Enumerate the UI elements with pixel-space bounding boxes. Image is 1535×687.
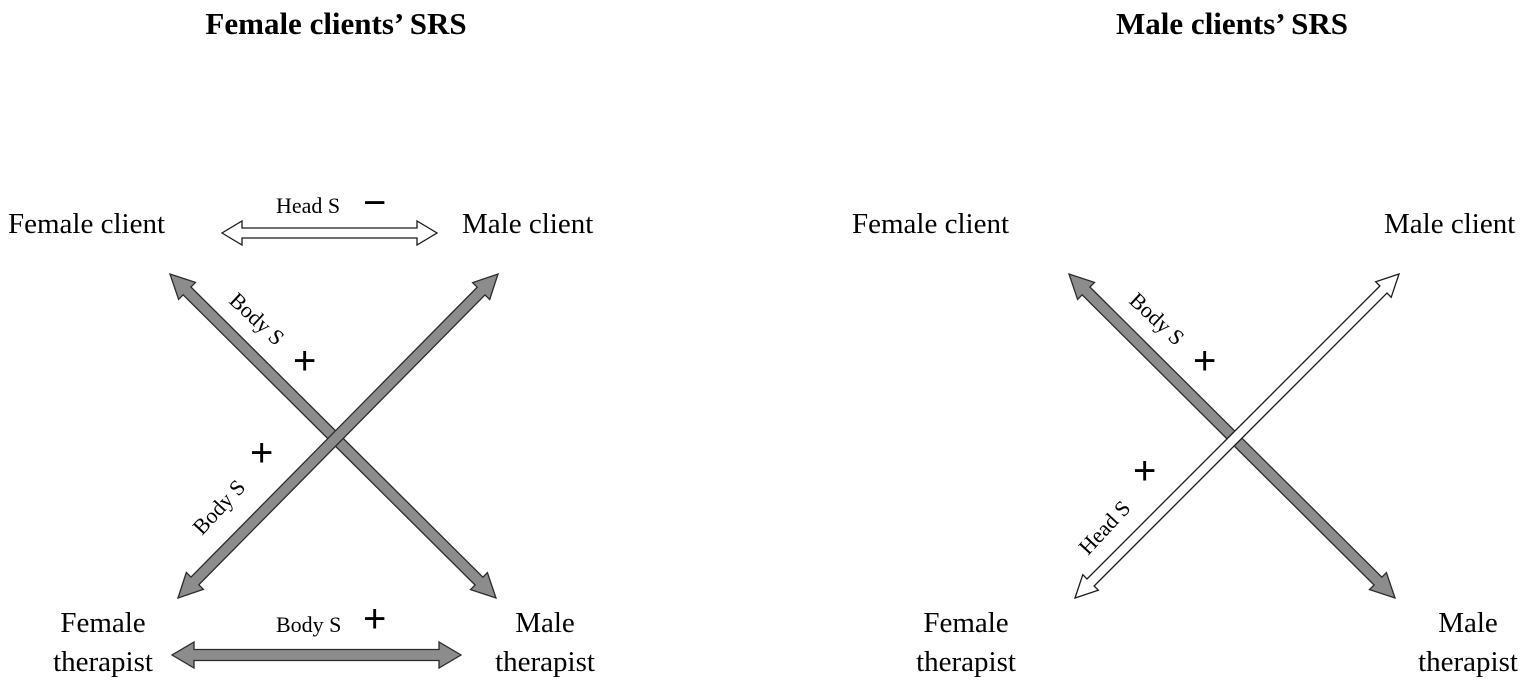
sign-plus: +	[293, 339, 316, 383]
arrow-head-s-female-therapist-male-client	[1073, 272, 1401, 600]
node-female-therapist-line2: therapist	[53, 646, 153, 678]
sign-plus: +	[250, 431, 273, 475]
panel-title: Female clients’ SRS	[205, 6, 466, 41]
node-female-client: Female client	[8, 208, 165, 240]
panel-title: Male clients’ SRS	[1116, 6, 1348, 41]
arrow-label-body-s: Body S	[276, 612, 341, 637]
arrow-body-s-female-therapist-male-client	[176, 272, 500, 600]
node-male-therapist-line1: Male	[1438, 607, 1498, 639]
panel-male-clients: Male clients’ SRS Female client Male cli…	[852, 6, 1518, 678]
node-female-therapist-line1: Female	[60, 607, 145, 639]
node-female-therapist-line1: Female	[923, 607, 1008, 639]
sign-plus: +	[1193, 339, 1216, 383]
node-male-client: Male client	[462, 208, 593, 240]
arrow-body-s-female-therapist-male-therapist	[170, 640, 463, 670]
node-female-therapist-line2: therapist	[916, 646, 1016, 678]
arrow-head-s-female-client-male-client	[220, 219, 439, 247]
sign-plus: +	[363, 597, 386, 641]
node-female-client: Female client	[852, 208, 1009, 240]
sign-minus: −	[363, 181, 386, 225]
node-male-therapist-line1: Male	[515, 607, 575, 639]
arrow-label-head-s: Head S	[276, 193, 340, 218]
node-male-therapist-line2: therapist	[495, 646, 595, 678]
sign-plus: +	[1133, 449, 1156, 493]
panel-female-clients: Female clients’ SRS Female client Male c…	[8, 6, 595, 678]
node-male-therapist-line2: therapist	[1418, 646, 1518, 678]
node-male-client: Male client	[1384, 208, 1515, 240]
